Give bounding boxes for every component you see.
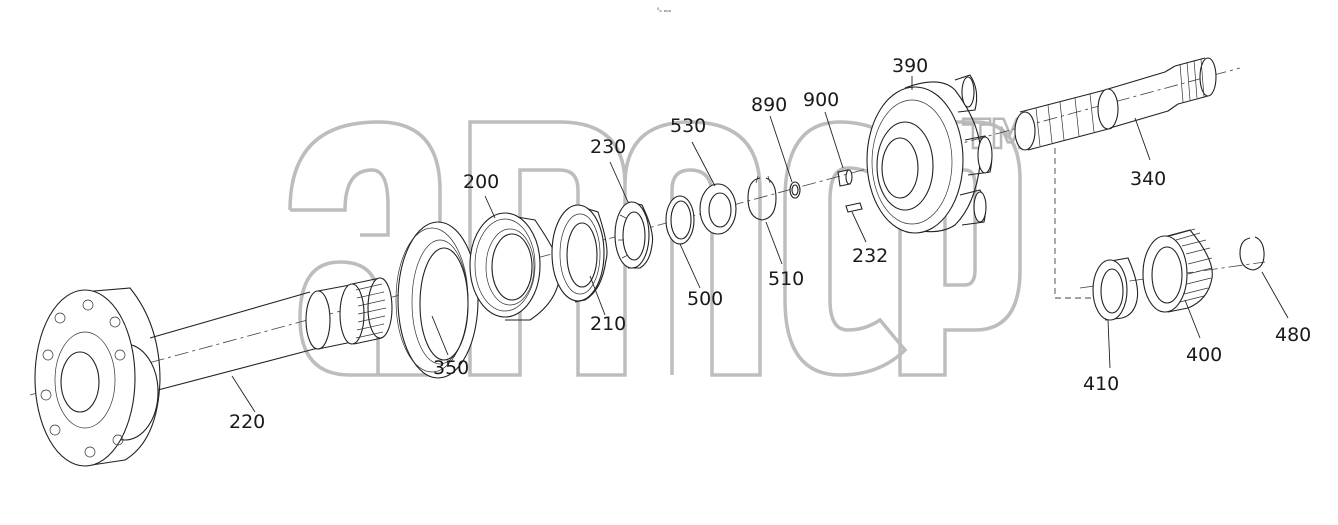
part-230-nut xyxy=(614,201,654,269)
part-480-circlip xyxy=(1239,236,1265,271)
diagram-code: ⁰ₒ ₒₒₒ xyxy=(657,7,672,14)
part-390-hub xyxy=(866,74,993,234)
part-232-key xyxy=(845,202,863,213)
part-410-bearing xyxy=(1092,257,1139,321)
part-210-bearing xyxy=(551,204,608,303)
part-340-shaft xyxy=(1014,57,1217,151)
callout-890[interactable]: 890 xyxy=(751,94,787,116)
callout-510[interactable]: 510 xyxy=(768,268,804,290)
callout-500[interactable]: 500 xyxy=(687,288,723,310)
part-530-washer xyxy=(699,183,737,235)
watermark-logo: TM xyxy=(288,111,1031,377)
callout-400[interactable]: 400 xyxy=(1186,344,1222,366)
callout-410[interactable]: 410 xyxy=(1083,373,1119,395)
callout-480[interactable]: 480 xyxy=(1275,324,1311,346)
part-900-pin xyxy=(837,169,853,187)
callout-530[interactable]: 530 xyxy=(670,115,706,137)
part-400-gear xyxy=(1142,228,1213,313)
callout-340[interactable]: 340 xyxy=(1130,168,1166,190)
part-220-flange-shaft xyxy=(34,277,393,467)
callout-210[interactable]: 210 xyxy=(590,313,626,335)
callout-230[interactable]: 230 xyxy=(590,136,626,158)
callout-900[interactable]: 900 xyxy=(803,89,839,111)
callout-232[interactable]: 232 xyxy=(852,245,888,267)
part-510-circlip xyxy=(747,175,777,221)
callout-390[interactable]: 390 xyxy=(892,55,928,77)
callout-350[interactable]: 350 xyxy=(433,357,469,379)
part-350-seal xyxy=(395,221,479,379)
part-200-bearing xyxy=(469,212,561,321)
leader-lines xyxy=(231,76,1289,413)
callout-220[interactable]: 220 xyxy=(229,411,265,433)
callout-200[interactable]: 200 xyxy=(463,171,499,193)
assembly-reference-line xyxy=(1054,148,1095,299)
part-890-ring xyxy=(789,181,801,199)
part-500-ring xyxy=(665,195,695,245)
part-callouts: 220 350 200 210 230 500 530 510 890 900 … xyxy=(229,55,1311,433)
